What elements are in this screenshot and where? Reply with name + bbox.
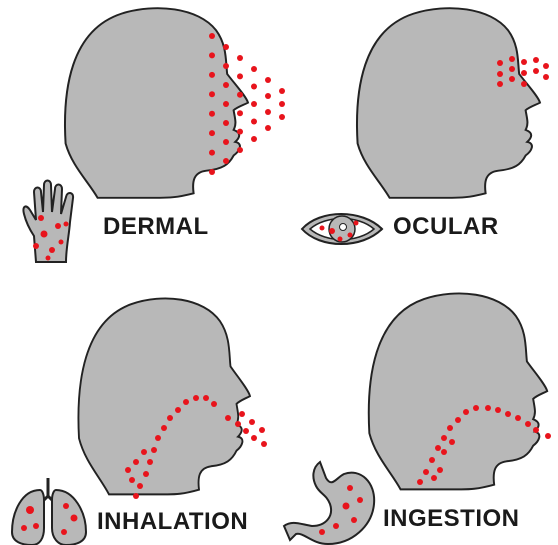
lungs-icon xyxy=(12,478,86,545)
dermal-head xyxy=(65,8,248,198)
eye-icon xyxy=(302,214,382,244)
inhalation-label: INHALATION xyxy=(97,508,248,536)
ocular-head xyxy=(357,8,540,198)
ingestion-label: INGESTION xyxy=(383,505,520,533)
inhalation-head xyxy=(78,298,250,494)
ocular-label: OCULAR xyxy=(393,213,499,241)
ingestion-head xyxy=(369,293,547,489)
stomach-icon xyxy=(284,462,374,544)
dermal-label: DERMAL xyxy=(103,213,209,241)
ocular-panel xyxy=(302,8,549,244)
hand-icon xyxy=(23,181,73,263)
